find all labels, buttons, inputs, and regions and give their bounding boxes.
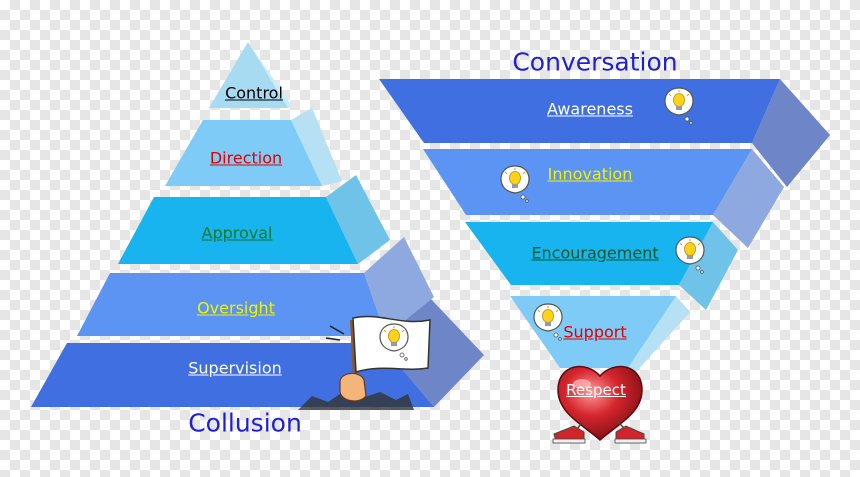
right-level-encouragement-face: [465, 222, 713, 285]
left-level-approval-side: [326, 175, 390, 264]
left-level-supervision-face: [31, 343, 434, 407]
left-level-supervision-label[interactable]: Supervision: [188, 358, 282, 378]
right-level-awareness-side: [752, 79, 830, 187]
left-level-direction-side: [291, 108, 342, 186]
sneakers-icon: [552, 421, 647, 444]
left-level-control-side: [248, 42, 292, 108]
right-level-encouragement-label[interactable]: Encouragement: [531, 243, 659, 263]
left-level-control-face: [209, 42, 288, 108]
right-level-encouragement-side: [679, 222, 738, 310]
left-pyramid-title: Collusion: [188, 408, 302, 438]
left-level-direction-face: [165, 120, 322, 186]
right-level-support-label[interactable]: Support: [563, 322, 627, 342]
left-level-oversight-side: [364, 237, 434, 336]
left-level-control-label[interactable]: Control: [225, 83, 283, 103]
right-level-awareness-label[interactable]: Awareness: [547, 99, 633, 119]
left-level-approval-face: [118, 197, 358, 264]
respect-label[interactable]: Respect: [566, 381, 626, 399]
right-level-innovation-label[interactable]: Innovation: [547, 164, 633, 184]
right-pyramid-title: Conversation: [512, 47, 678, 77]
left-level-approval-label[interactable]: Approval: [201, 223, 273, 243]
left-level-direction-label[interactable]: Direction: [209, 148, 283, 168]
heart-icon: [557, 365, 643, 442]
left-pyramid: [31, 42, 484, 407]
right-level-innovation-side: [713, 149, 784, 248]
left-level-oversight-face: [77, 273, 386, 336]
white-flag-icon: [298, 315, 431, 410]
left-level-oversight-label[interactable]: Oversight: [197, 298, 275, 318]
right-level-innovation-face: [423, 149, 752, 215]
right-pyramid: [379, 79, 830, 372]
right-level-support-side: [628, 296, 690, 372]
